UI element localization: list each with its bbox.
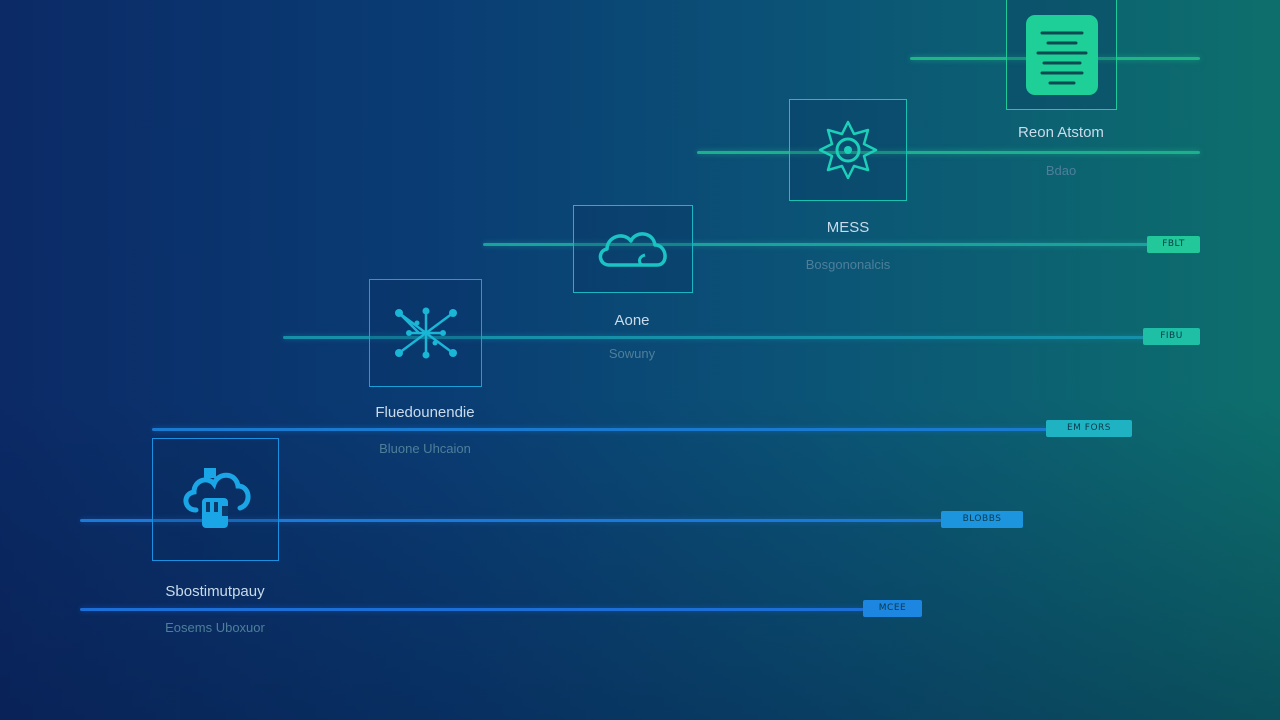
gear-icon — [816, 118, 880, 182]
step-5-title: Reon Atstom — [1018, 124, 1104, 141]
timeline-line-step-3 — [483, 243, 1150, 246]
cloud-icon — [595, 225, 671, 273]
step-1-title: Sbostimutpauy — [165, 583, 265, 600]
timeline-line-step-2 — [283, 336, 1145, 339]
step-2-box[interactable] — [369, 279, 482, 387]
step-4-tag[interactable]: FIBU — [1143, 328, 1200, 345]
cloud-hand-icon — [174, 458, 258, 542]
step-4-box[interactable] — [789, 99, 907, 201]
document-icon — [1024, 13, 1100, 97]
step-2-tag[interactable]: EM FORS — [1046, 420, 1132, 437]
timeline-line-bottom — [80, 608, 864, 611]
step-1-box[interactable] — [152, 438, 279, 561]
timeline-line-mid — [152, 428, 1050, 431]
step-5-subtitle: Bdao — [1045, 163, 1077, 178]
network-icon — [389, 303, 463, 363]
step-5-tag[interactable]: FBLT — [1147, 236, 1200, 253]
step-5-box[interactable] — [1006, 0, 1117, 110]
step-4-title: MESS — [826, 219, 870, 236]
step-1-subtitle: Eosems Uboxuor — [165, 620, 265, 635]
timeline-line-step-4 — [697, 151, 1200, 154]
step-3-subtitle: Sowuny — [608, 346, 656, 361]
step-1-tag[interactable]: MCEE — [863, 600, 922, 617]
step-3-title: Aone — [614, 312, 650, 329]
lone-tag[interactable]: BLOBBS — [941, 511, 1023, 528]
step-2-title: Fluedounendie — [375, 404, 475, 421]
timeline-line-step-1 — [80, 519, 942, 522]
step-4-subtitle: Bosgononalcis — [805, 257, 891, 272]
step-3-box[interactable] — [573, 205, 693, 293]
step-2-subtitle: Bluone Uhcaion — [379, 441, 471, 456]
